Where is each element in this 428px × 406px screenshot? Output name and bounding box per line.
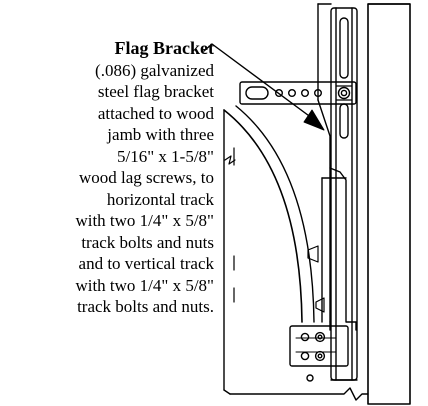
roller-stems bbox=[307, 245, 325, 313]
callout-title: Flag Bracket bbox=[114, 38, 214, 58]
callout-line: horizontal track bbox=[106, 189, 214, 209]
vertical-track bbox=[330, 7, 358, 381]
callout-line: jamb with three bbox=[107, 125, 214, 144]
flag-bracket-plate bbox=[239, 81, 357, 105]
lower-bracket bbox=[289, 325, 349, 382]
callout-line: attached to wood bbox=[97, 103, 214, 123]
callout-line: track bolts and nuts bbox=[81, 232, 214, 252]
track-housing bbox=[317, 3, 357, 331]
callout-line: with two 1/4" x 5/8" bbox=[75, 211, 214, 230]
callout-line: (.086) galvanized bbox=[95, 60, 214, 80]
callout-line: with two 1/4" x 5/8" bbox=[75, 275, 214, 295]
break-line bbox=[223, 387, 369, 401]
callout-line: steel flag bracket bbox=[97, 82, 214, 101]
flag-bracket-callout: Flag Bracket (.086) galvanized steel fla… bbox=[0, 38, 214, 318]
wood-jamb bbox=[367, 3, 411, 405]
callout-line: wood lag screws, to bbox=[78, 168, 214, 187]
callout-line: 5/16" x 1-5/8" bbox=[117, 146, 214, 166]
leader-arrow bbox=[203, 43, 325, 131]
curved-track bbox=[223, 105, 315, 391]
callout-line: track bolts and nuts. bbox=[77, 297, 214, 316]
callout-line: and to vertical track bbox=[78, 254, 214, 273]
